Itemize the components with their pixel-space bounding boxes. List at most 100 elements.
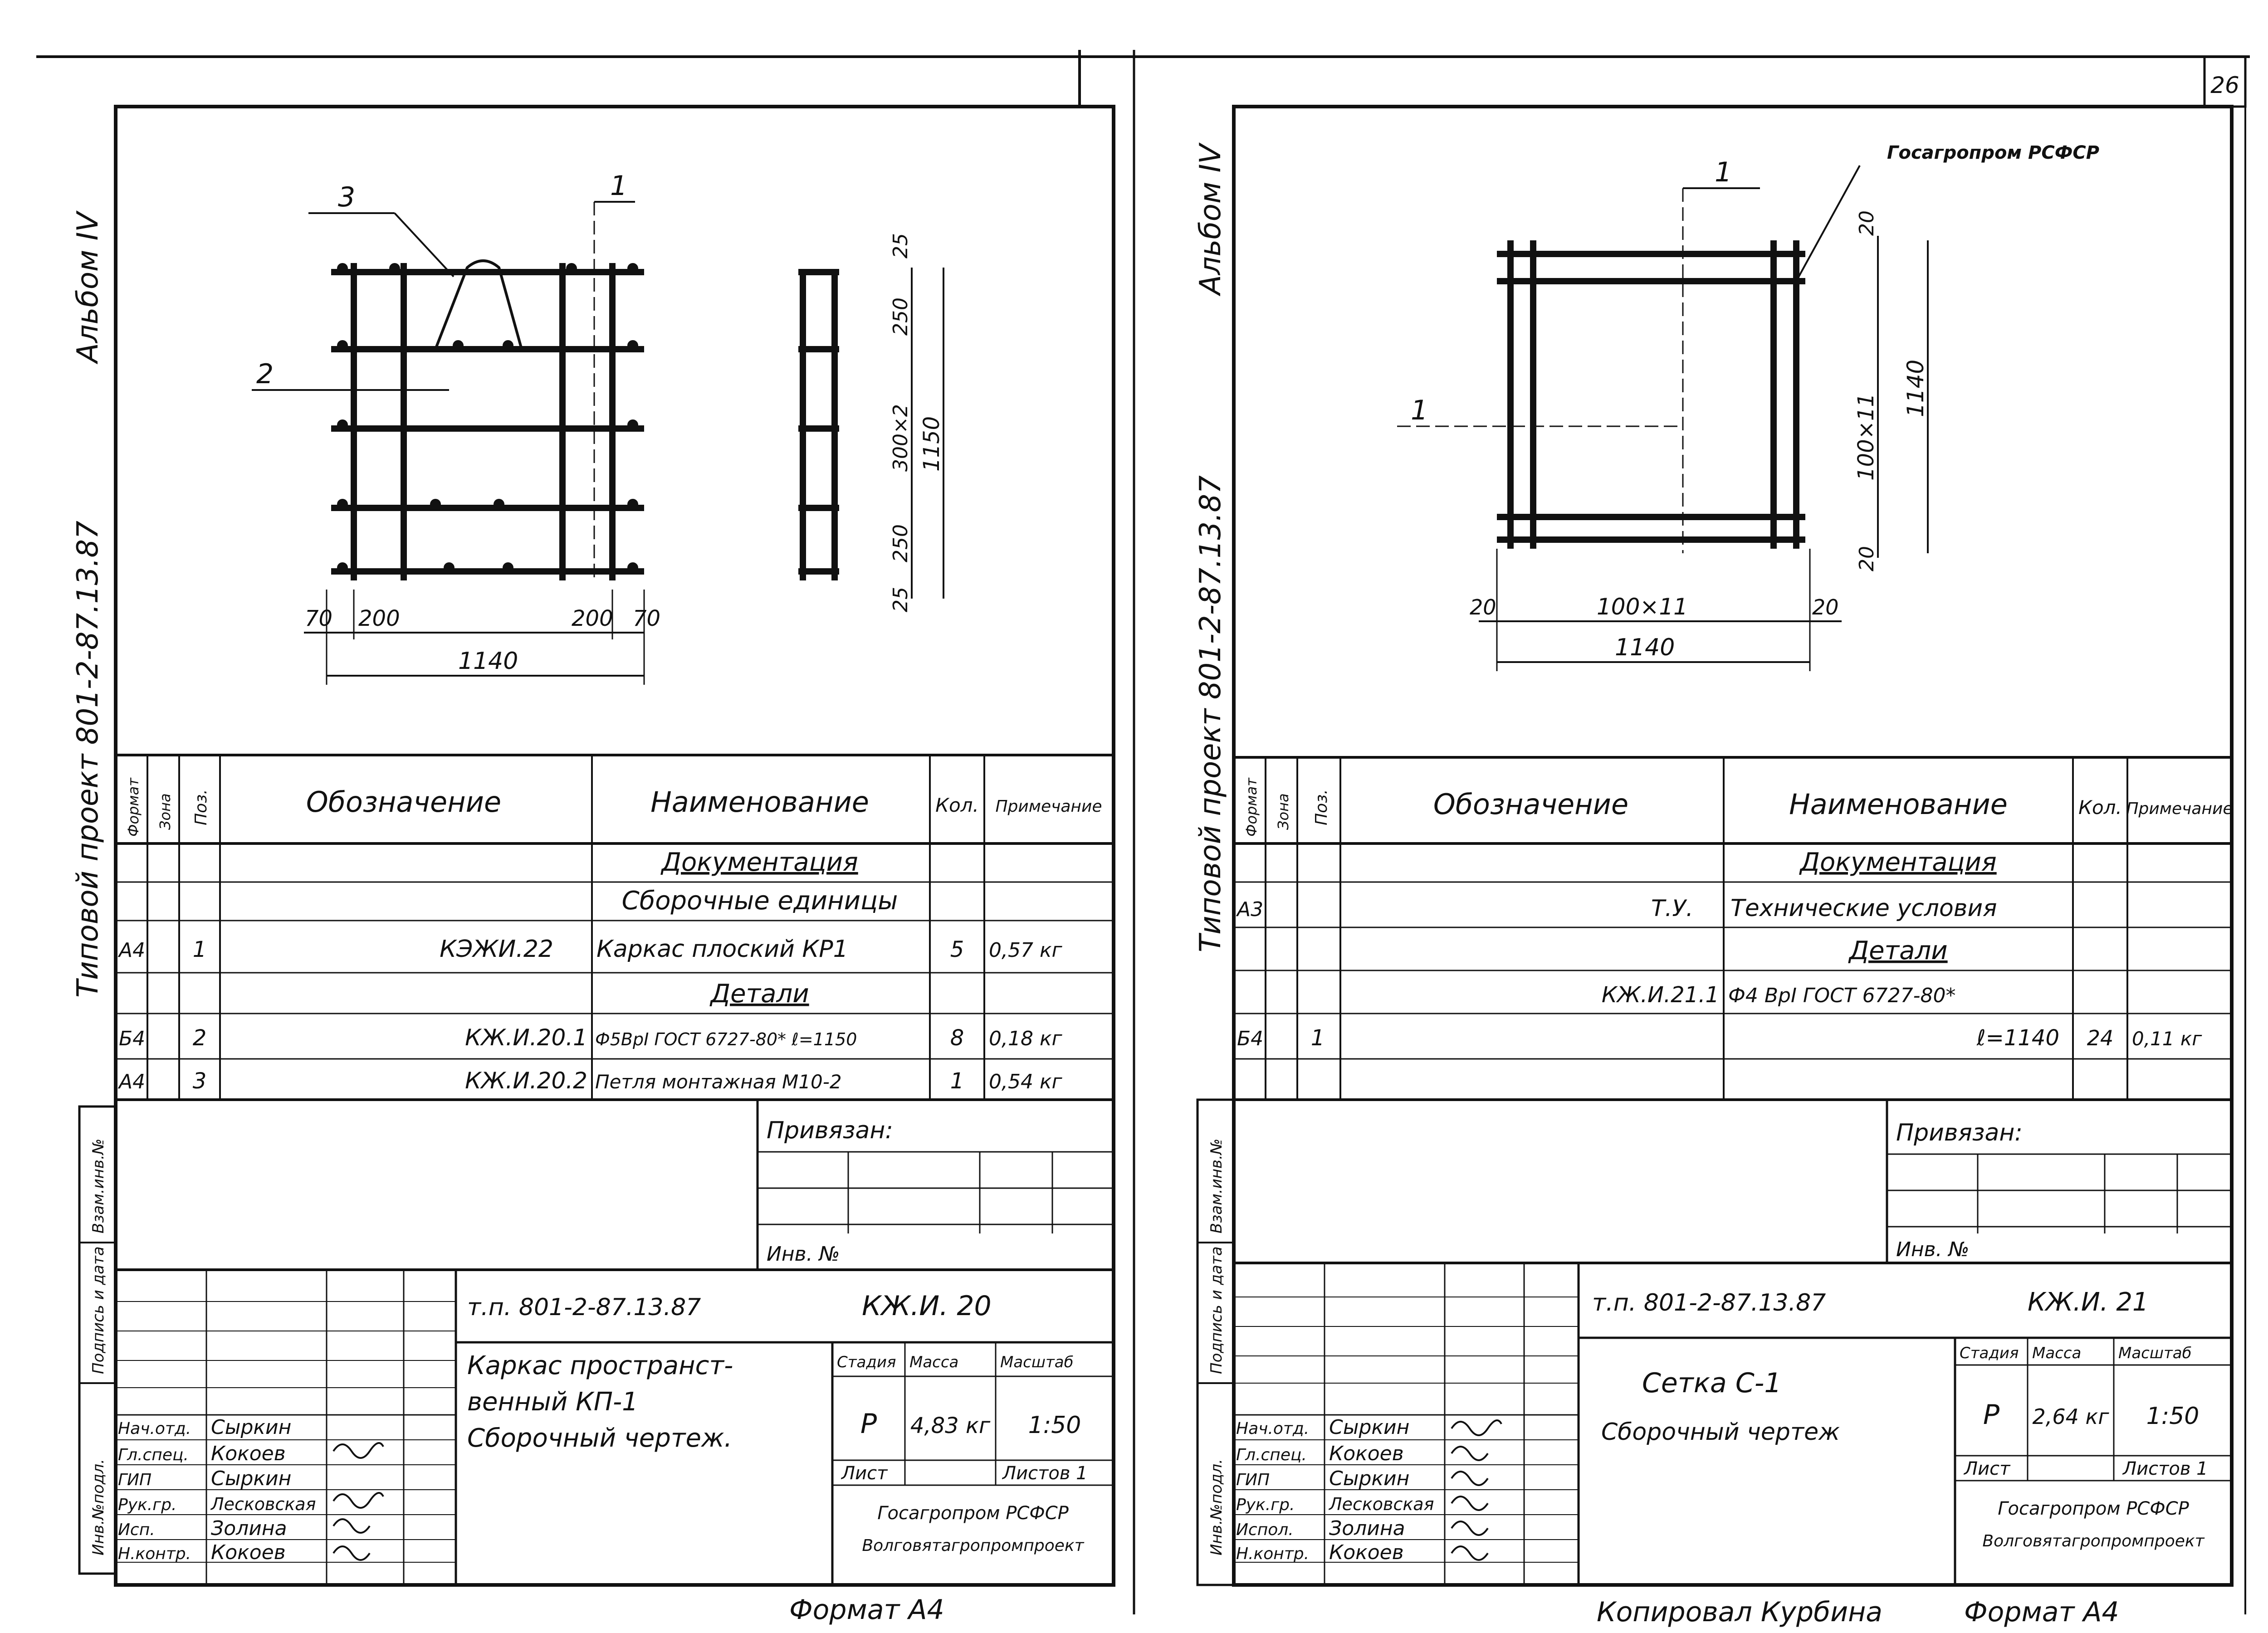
right-frame — [1232, 105, 2234, 1587]
svg-text:4,83 кг: 4,83 кг — [910, 1413, 991, 1438]
stamp-text: Госагропром РСФСР — [1887, 142, 2099, 163]
svg-text:Сборочный чертеж.: Сборочный чертеж. — [467, 1423, 732, 1453]
svg-text:25: 25 — [889, 587, 912, 612]
spec-row-pos: 1 — [193, 937, 207, 962]
svg-text:2,64 кг: 2,64 кг — [2033, 1404, 2110, 1429]
left-sheet: Альбом IV Типовой проект 801-2-87.13.87 … — [71, 105, 1115, 1626]
spec-header-zone: Зона — [156, 793, 174, 830]
svg-text:20: 20 — [1812, 595, 1839, 619]
svg-text:Гл.спец.: Гл.спец. — [1236, 1446, 1307, 1464]
left-title-block: Нач.отд. Сыркин Гл.спец. Кокоев ГИП Сырк… — [114, 1268, 1115, 1586]
svg-text:Рук.гр.: Рук.гр. — [118, 1496, 176, 1514]
svg-text:1140: 1140 — [1615, 634, 1675, 661]
svg-text:24: 24 — [2087, 1026, 2114, 1050]
svg-text:20: 20 — [1855, 210, 1878, 236]
svg-text:Б4: Б4 — [1237, 1027, 1263, 1050]
svg-text:ℓ=1140: ℓ=1140 — [1976, 1025, 2059, 1051]
spec-row-code: КЭЖИ.22 — [440, 936, 553, 963]
right-privyazan-block: Привязан: Инв. № — [1886, 1098, 2233, 1264]
svg-text:Лист: Лист — [841, 1463, 888, 1484]
svg-text:Сыркин: Сыркин — [211, 1416, 291, 1439]
spec-row-name: Сборочные единицы — [622, 886, 898, 916]
svg-text:2: 2 — [256, 358, 274, 390]
svg-text:Н.контр.: Н.контр. — [1236, 1545, 1309, 1563]
svg-text:т.п. 801-2-87.13.87: т.п. 801-2-87.13.87 — [1592, 1289, 1826, 1316]
svg-text:Каркас пространст-: Каркас пространст- — [467, 1351, 733, 1380]
spec-header-code: Обозначение — [306, 785, 501, 819]
svg-text:25: 25 — [889, 233, 912, 258]
page-number: 26 — [2210, 72, 2239, 98]
spec-row-name: Каркас плоский КР1 — [596, 936, 848, 963]
svg-text:Сыркин: Сыркин — [1329, 1416, 1409, 1439]
left-cage-side-view: 25 250 300×2 250 25 1150 — [798, 233, 944, 612]
svg-text:70: 70 — [305, 606, 332, 631]
svg-text:Лист: Лист — [1963, 1458, 2011, 1479]
left-album-label: Альбом IV — [71, 210, 105, 365]
svg-text:250: 250 — [889, 524, 912, 562]
spec-row-name: Документация — [660, 848, 858, 877]
svg-text:8: 8 — [950, 1025, 964, 1051]
right-album-label: Альбом IV — [1194, 142, 1227, 297]
svg-text:Ф4 ВрI ГОСТ 6727-80*: Ф4 ВрI ГОСТ 6727-80* — [1728, 984, 1956, 1007]
svg-text:Масштаб: Масштаб — [1000, 1353, 1074, 1371]
right-project-label: Типовой проект 801-2-87.13.87 — [1194, 475, 1227, 952]
svg-text:венный КП-1: венный КП-1 — [467, 1387, 638, 1417]
svg-text:100×11: 100×11 — [1853, 393, 1879, 481]
svg-text:Сетка С-1: Сетка С-1 — [1642, 1367, 1782, 1399]
right-title-block: Нач.отд. Сыркин Гл.спец. Кокоев ГИП Сырк… — [1232, 1262, 2233, 1586]
svg-text:Волговятагропромпроект: Волговятагропромпроект — [1982, 1532, 2204, 1550]
left-project-label: Типовой проект 801-2-87.13.87 — [71, 521, 105, 998]
left-cage-drawing: 3 1 2 70 200 200 70 1140 — [252, 170, 660, 685]
svg-text:1: 1 — [1411, 395, 1428, 426]
svg-text:ГИП: ГИП — [1236, 1471, 1270, 1489]
spec-header-format: Формат — [125, 777, 142, 837]
svg-text:Р: Р — [1983, 1399, 2000, 1431]
spec-row-note: 0,57 кг — [989, 939, 1063, 962]
svg-text:Сборочный чертеж: Сборочный чертеж — [1601, 1419, 1840, 1446]
spec-header-qty: Кол. — [935, 794, 979, 816]
left-format-label: Формат А4 — [789, 1594, 944, 1626]
svg-text:Золина: Золина — [211, 1517, 287, 1540]
svg-text:Подпись и дата: Подпись и дата — [1207, 1246, 1226, 1374]
svg-text:Масштаб: Масштаб — [2118, 1344, 2192, 1362]
svg-text:Поз.: Поз. — [1312, 789, 1331, 825]
svg-text:Р: Р — [860, 1408, 877, 1440]
spec-header-name: Наименование — [650, 785, 869, 819]
svg-text:0,18 кг: 0,18 кг — [989, 1027, 1063, 1050]
svg-text:Стадия: Стадия — [837, 1353, 896, 1371]
svg-text:Лесковская: Лесковская — [210, 1494, 316, 1514]
svg-text:Кокоев: Кокоев — [1329, 1442, 1404, 1465]
privyazan-label: Привязан: — [767, 1117, 893, 1144]
svg-text:Госагропром РСФСР: Госагропром РСФСР — [877, 1503, 1069, 1524]
svg-text:Кокоев: Кокоев — [211, 1541, 286, 1564]
svg-text:Подпись и дата: Подпись и дата — [89, 1246, 108, 1374]
svg-text:Технические условия: Технические условия — [1730, 895, 1997, 922]
right-spec-table: Формат Зона Поз. Обозначение Наименовани… — [1232, 756, 2233, 1101]
svg-text:ГИП: ГИП — [118, 1471, 152, 1489]
svg-text:Лесковская: Лесковская — [1328, 1494, 1434, 1514]
svg-text:1: 1 — [950, 1068, 964, 1094]
spec-header-pos: Поз. — [192, 789, 210, 825]
svg-text:0,54 кг: 0,54 кг — [989, 1070, 1063, 1093]
svg-text:1150: 1150 — [919, 416, 944, 472]
svg-text:Золина: Золина — [1329, 1517, 1405, 1540]
svg-text:КЖ.И.20.2: КЖ.И.20.2 — [465, 1068, 587, 1094]
svg-text:3: 3 — [193, 1068, 207, 1094]
svg-text:Ф5ВрI ГОСТ 6727-80* ℓ=1150: Ф5ВрI ГОСТ 6727-80* ℓ=1150 — [595, 1029, 857, 1049]
svg-text:1:50: 1:50 — [2146, 1403, 2200, 1430]
svg-text:Зона: Зона — [1275, 793, 1292, 830]
inv-label: Инв. № — [767, 1243, 840, 1266]
svg-text:250: 250 — [889, 297, 912, 336]
svg-text:Обозначение: Обозначение — [1433, 788, 1628, 821]
svg-text:Привязан:: Привязан: — [1896, 1119, 2023, 1146]
left-privyazan-block: Привязан: Инв. № — [756, 1098, 1115, 1271]
copied-by-label: Копировал Курбина — [1597, 1596, 1882, 1628]
right-sheet: Альбом IV Типовой проект 801-2-87.13.87 … — [1194, 105, 2246, 1628]
svg-text:Примечание: Примечание — [2126, 799, 2233, 818]
svg-text:100×11: 100×11 — [1597, 594, 1688, 620]
spec-row-fmt: А4 — [117, 939, 145, 962]
svg-text:Наименование: Наименование — [1789, 788, 2008, 821]
right-side-stamps: Инв.№подл. Подпись и дата Взам.инв.№ — [1196, 1098, 1235, 1586]
svg-text:Масса: Масса — [909, 1353, 958, 1371]
svg-text:Стадия: Стадия — [1960, 1344, 2019, 1362]
